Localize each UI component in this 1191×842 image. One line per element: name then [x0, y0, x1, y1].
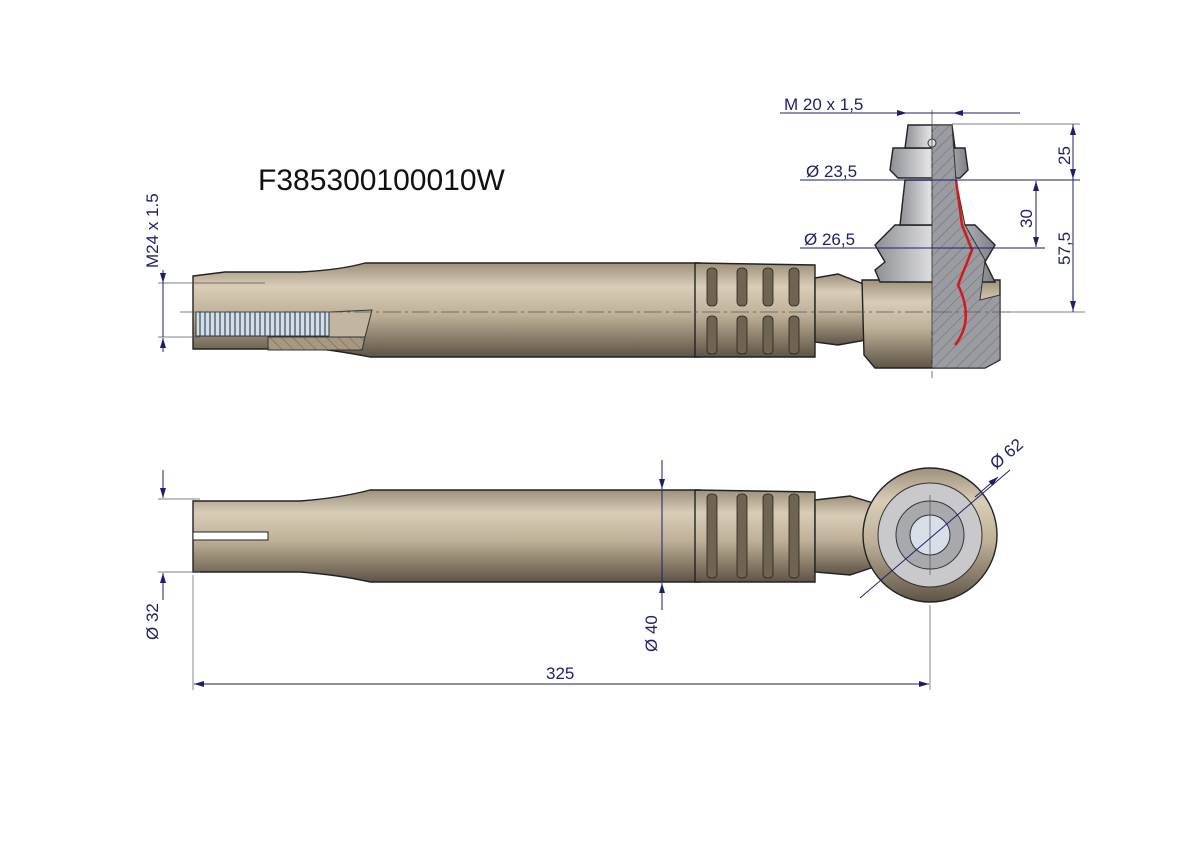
dim-325: 325 — [546, 664, 574, 683]
thread-lines — [199, 312, 326, 336]
seal-line — [954, 179, 974, 346]
top-dimensions: M 20 x 1,5 Ø 23,5 Ø 26,5 25 30 57,5 M24 … — [143, 95, 1085, 352]
grip-grooves — [706, 267, 800, 355]
dim-57-5: 57,5 — [1055, 232, 1074, 265]
dim-dia-26-5: Ø 26,5 — [804, 230, 855, 249]
internal-thread — [195, 311, 330, 337]
dim-dia-32: Ø 32 — [143, 603, 162, 640]
grip-section — [694, 262, 816, 358]
dim-62-line — [859, 469, 1011, 599]
dim-30: 30 — [1017, 209, 1036, 228]
dim-inner-thread: M24 x 1.5 — [143, 193, 162, 268]
bore-end — [328, 309, 373, 338]
dim-dia-23-5: Ø 23,5 — [806, 162, 857, 181]
section-hatch — [267, 336, 366, 351]
grip-section-top — [694, 489, 816, 583]
dim-dia-62: Ø 62 — [986, 435, 1026, 473]
grip-grooves-top — [706, 493, 800, 579]
tie-rod-body-top — [192, 489, 701, 583]
dim-stud-thread: M 20 x 1,5 — [784, 95, 863, 114]
side-view — [180, 110, 1010, 378]
dim-25: 25 — [1055, 146, 1074, 165]
part-number: F385300100010W — [258, 164, 506, 197]
top-view: Ø 62 Ø 32 Ø 40 325 — [143, 435, 1027, 690]
slot — [192, 531, 269, 541]
cross-section — [931, 124, 1001, 369]
neck — [814, 273, 867, 346]
dim-dia-40: Ø 40 — [642, 615, 661, 652]
castle-nut — [889, 147, 969, 179]
